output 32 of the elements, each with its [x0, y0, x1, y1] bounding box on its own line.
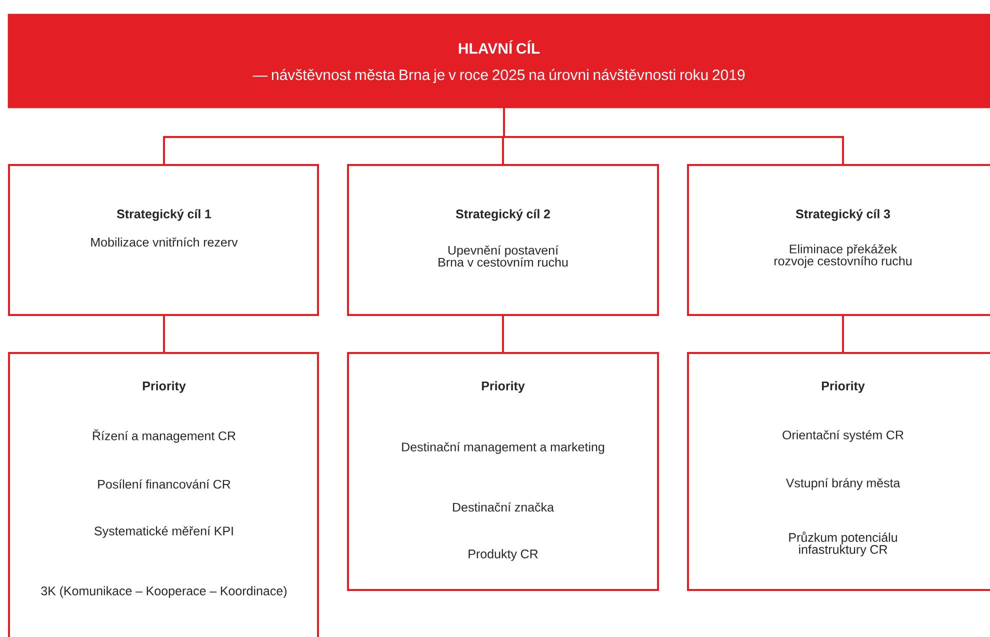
- strategic-goal-box: [8, 164, 319, 316]
- priority-item: Průzkum potenciálu infastruktury CR: [789, 532, 897, 556]
- connector-line: [503, 108, 844, 165]
- priority-item: Destinační značka: [453, 502, 554, 512]
- priority-item: Posílení financování CR: [98, 479, 230, 489]
- priority-box: [687, 352, 990, 591]
- priority-item: Systematické měření KPI: [94, 526, 233, 538]
- priority-item: Produkty CR: [468, 549, 538, 561]
- heading: Strategický cíl 3: [796, 209, 890, 221]
- priority-item: Orientační systém CR: [782, 430, 904, 442]
- subtitle: — návštěvnost města Brna je v roce 2025 na úrovni návštěvnosti roku 2019: [252, 68, 745, 84]
- strategic-goal-box: [347, 164, 659, 316]
- heading: HLAVNÍ CÍL: [458, 40, 540, 54]
- priority-item: Destinační management a marketing: [402, 442, 604, 454]
- connector-line: [163, 315, 165, 353]
- heading: Strategický cíl 2: [456, 209, 550, 221]
- strategic-goal-box: [687, 164, 990, 316]
- priority-item: 3K (Komunikace – Kooperace – Koordinace): [41, 586, 287, 598]
- priority-item: Vstupní brány města: [786, 478, 900, 490]
- goal-description: Upevnění postavení Brna v cestovním ruchu: [438, 245, 568, 267]
- priority-item: Řízení a management CR: [92, 429, 236, 443]
- goal-banner: [8, 14, 990, 108]
- heading: Priority: [822, 381, 865, 393]
- goal-description: Mobilizace vnitřních rezerv: [91, 237, 238, 247]
- heading: Priority: [482, 381, 525, 393]
- connector-line: [502, 315, 504, 353]
- heading: Strategický cíl 1: [116, 209, 212, 221]
- connector-line: [842, 315, 844, 353]
- heading: Priority: [142, 381, 186, 393]
- priority-box: [8, 352, 319, 637]
- priority-box: [347, 352, 659, 591]
- goal-description: Eliminace překážek rozvoje cestovního ruchu: [774, 244, 912, 268]
